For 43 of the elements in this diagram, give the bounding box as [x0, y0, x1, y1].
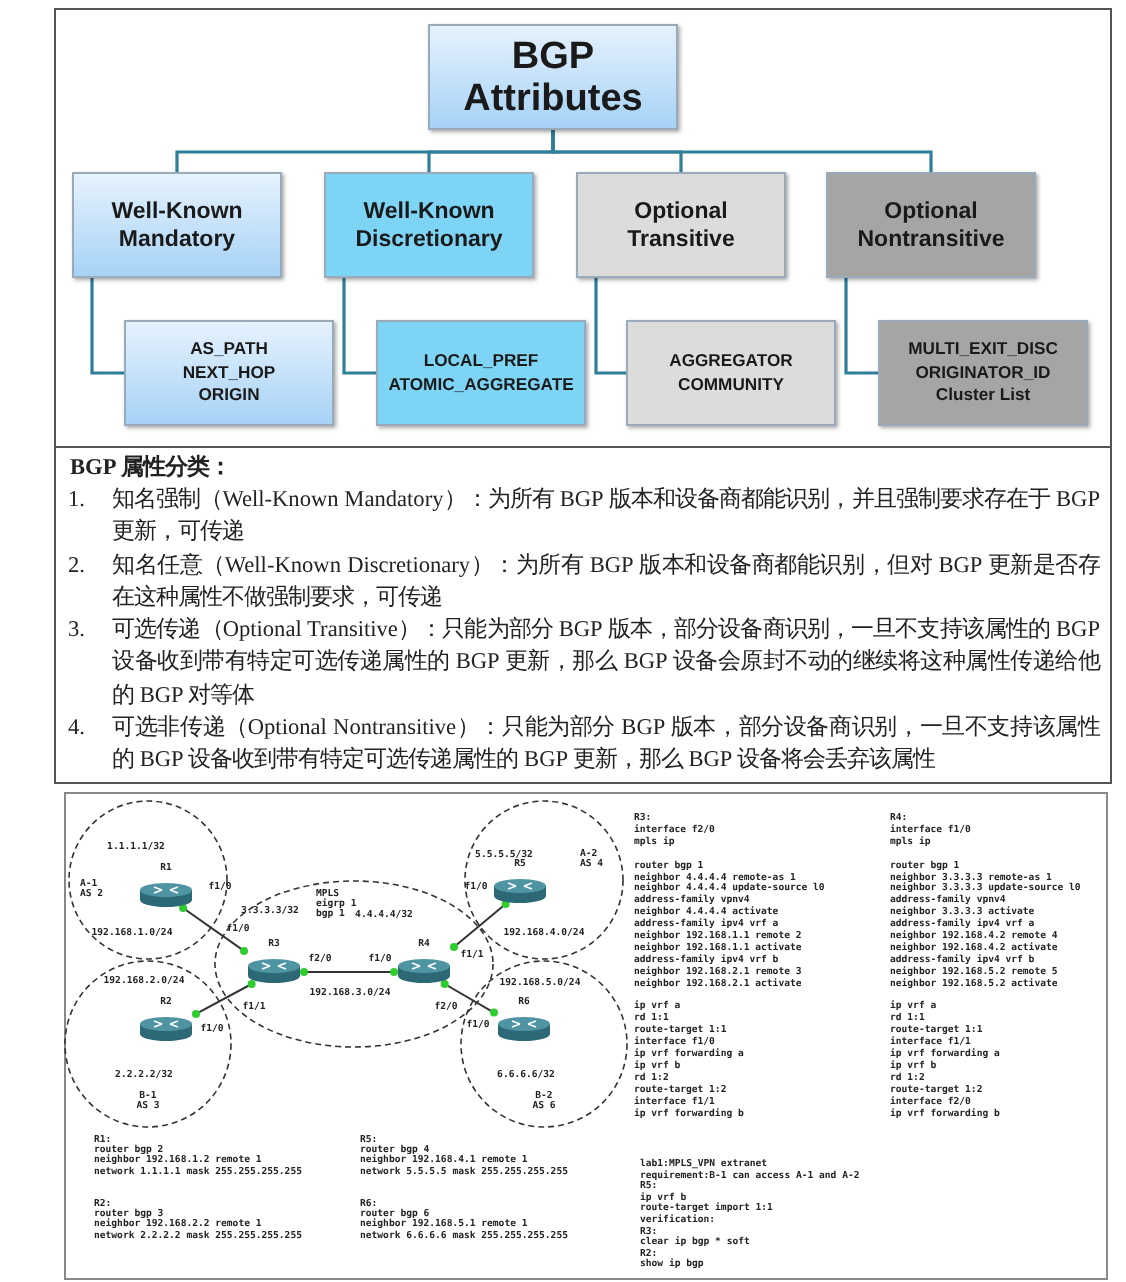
box-label: LOCAL_PREF: [423, 350, 539, 373]
connector-line: [551, 130, 933, 172]
attribute-list-box: [626, 320, 836, 426]
attribute-list-box: [878, 320, 1088, 426]
box-label: Optional Nontransitive: [855, 197, 1007, 253]
connector-line: [90, 278, 124, 375]
box-label: Well-Known Discretionary: [353, 197, 505, 253]
box-label: AS_PATH: [190, 338, 268, 362]
box-label: MULTI_EXIT_DISC: [908, 338, 1058, 362]
list-item-text: 知名任意（Well-Known Discretionary）：为所有 BGP 版本和设备商都能识别，但对 BGP 更新是否存在这种属性不做强制要求，可传递: [112, 550, 1100, 615]
network-link: [300, 968, 398, 976]
list-item-text: 可选传递（Optional Transitive）：只能为部分 BGP 版本，部分设备商识别，一旦不支持该属性的 BGP 设备收到带有特定可选传递属性的 BGP 更新，那么 BGP 设备会原封不动的继续将这种属性传递给他的 BGP 对等体: [112, 614, 1100, 712]
connector-line: [342, 278, 376, 375]
attribute-list-box: [376, 320, 586, 426]
box-label: NEXT_HOP: [182, 361, 276, 385]
list-number: 1.: [68, 486, 85, 516]
attribute-list-box: [124, 320, 334, 426]
box-label: COMMUNITY: [678, 373, 784, 396]
connector-line: [844, 278, 878, 375]
list-number: 2.: [68, 552, 85, 582]
list-item-text: 知名强制（Well-Known Mandatory）：为所有 BGP 版本和设备商都能识别，并且强制要求存在于 BGP 更新，可传递: [112, 484, 1100, 549]
box-label: BGP Attributes: [461, 35, 645, 119]
list-number: 4.: [68, 714, 85, 744]
box-label: Well-Known Mandatory: [109, 197, 245, 253]
network-link: [192, 980, 256, 1018]
connector-line: [594, 278, 626, 375]
category-box: [324, 172, 534, 278]
list-item-text: 可选非传递（Optional Nontransitive）：只能为部分 BGP 版本，部分设备商识别，一旦不支持该属性的 BGP 设备收到带有特定可选传递属性的 BGP 更新，那么 BGP 设备将会丢弃该属性: [112, 712, 1100, 777]
network-link: [450, 900, 510, 951]
category-box: [826, 172, 1036, 278]
category-box: [576, 172, 786, 278]
box-label: ATOMIC_AGGREGATE: [388, 373, 574, 396]
box-label: ORIGINATOR_ID: [915, 361, 1051, 385]
category-box: [72, 172, 282, 278]
network-link: [440, 980, 498, 1017]
box-label: ORIGIN: [198, 384, 260, 408]
list-number: 3.: [68, 616, 85, 646]
title-box: [428, 24, 678, 130]
box-label: Cluster List: [935, 384, 1031, 408]
network-link: [179, 904, 248, 955]
box-label: Optional Transitive: [625, 197, 737, 253]
section-heading: BGP 属性分类：: [70, 452, 231, 484]
box-label: AGGREGATOR: [669, 350, 793, 373]
